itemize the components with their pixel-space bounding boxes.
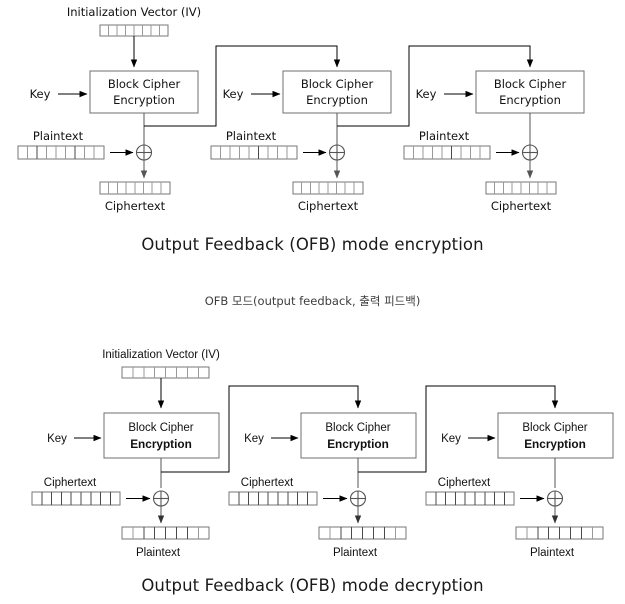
cipher-block-dec-3 <box>497 412 614 459</box>
iv-bit-register-dec <box>121 366 210 379</box>
feedback-wire-1-to-2 <box>144 45 341 127</box>
feedback-wire-2-to-3 <box>337 45 534 127</box>
plaintext-register-dec-3 <box>515 526 604 540</box>
plaintext-register-1 <box>17 145 105 160</box>
ciphertext-label-dec-3: Ciphertext <box>438 477 491 489</box>
feedback-wire-dec-2-to-3 <box>358 385 559 473</box>
xor-gate-3 <box>521 144 539 161</box>
ciphertext-label-dec-1: Ciphertext <box>44 477 97 489</box>
xor-gate-2 <box>328 144 346 161</box>
cipher-block-dec-3-line1: Block Cipher <box>522 422 587 434</box>
cipher-block-dec-2 <box>300 412 417 459</box>
ciphertext-register-3 <box>485 181 557 195</box>
plaintext-label-dec-3: Plaintext <box>530 547 575 559</box>
cipher-block-dec-1-line1: Block Cipher <box>128 422 193 434</box>
cipher-block-3-line1: Block Cipher <box>494 77 567 91</box>
ciphertext-label-2: Ciphertext <box>298 199 359 213</box>
plaintext-label-dec-1: Plaintext <box>136 547 181 559</box>
ciphertext-register-1 <box>99 181 171 195</box>
stage-2-dec: Key Block Cipher Encryption Ciphertext <box>228 385 559 559</box>
stage-3-dec: Key Block Cipher Encryption Ciphertext <box>425 412 614 559</box>
ciphertext-label-3: Ciphertext <box>491 199 552 213</box>
ofb-encryption-diagram: Initialization Vector (IV) Key Block Cip… <box>17 5 585 213</box>
cipher-block-2-line1: Block Cipher <box>301 77 374 91</box>
key-label-1: Key <box>30 87 51 101</box>
cipher-block-dec-2-line2: Encryption <box>327 437 389 451</box>
cipher-block-dec-1 <box>103 412 220 459</box>
stage-2: Key Block Cipher Encryption Plaintext <box>210 45 534 213</box>
plaintext-register-2 <box>210 145 298 160</box>
ofb-decryption-diagram: Initialization Vector (IV) Key Block Cip… <box>31 349 614 559</box>
ciphertext-register-2 <box>292 181 364 195</box>
plaintext-label-dec-2: Plaintext <box>333 547 378 559</box>
cipher-block-dec-1-line2: Encryption <box>130 437 192 451</box>
key-label-dec-3: Key <box>441 433 461 445</box>
cipher-block-2-line2: Encryption <box>306 93 368 107</box>
iv-label: Initialization Vector (IV) <box>67 5 201 19</box>
ciphertext-register-dec-1 <box>31 491 121 506</box>
korean-mode-note: OFB 모드(output feedback, 출력 피드백) <box>204 294 421 308</box>
feedback-wire-dec-1-to-2 <box>161 385 362 473</box>
stage-3: Key Block Cipher Encryption Plaintext <box>403 70 585 213</box>
plaintext-label-1: Plaintext <box>33 129 84 143</box>
cipher-block-1-line2: Encryption <box>113 93 175 107</box>
plaintext-label-3: Plaintext <box>419 129 470 143</box>
encryption-caption: Output Feedback (OFB) mode encryption <box>141 235 484 254</box>
xor-gate-dec-2 <box>349 490 367 507</box>
cipher-block-3-line2: Encryption <box>499 93 561 107</box>
iv-bit-register <box>99 24 169 37</box>
ciphertext-register-dec-3 <box>425 491 515 506</box>
ciphertext-register-dec-2 <box>228 491 318 506</box>
plaintext-register-3 <box>403 145 491 160</box>
key-label-2: Key <box>223 87 244 101</box>
key-label-dec-1: Key <box>47 433 67 445</box>
xor-gate-1 <box>135 144 153 161</box>
ciphertext-label-1: Ciphertext <box>105 199 166 213</box>
plaintext-register-dec-2 <box>318 526 407 540</box>
cipher-block-dec-2-line1: Block Cipher <box>325 422 390 434</box>
key-label-dec-2: Key <box>244 433 264 445</box>
ciphertext-label-dec-2: Ciphertext <box>241 477 294 489</box>
iv-label-dec: Initialization Vector (IV) <box>102 349 220 361</box>
xor-gate-dec-1 <box>152 490 170 507</box>
decryption-caption: Output Feedback (OFB) mode decryption <box>141 576 484 595</box>
plaintext-label-2: Plaintext <box>226 129 277 143</box>
key-label-3: Key <box>416 87 437 101</box>
cipher-block-dec-3-line2: Encryption <box>524 437 586 451</box>
xor-gate-dec-3 <box>546 490 564 507</box>
stage-1: Key Block Cipher Encryption Plaintext <box>17 45 341 213</box>
plaintext-register-dec-1 <box>121 526 210 540</box>
cipher-block-1-line1: Block Cipher <box>108 77 181 91</box>
stage-1-dec: Key Block Cipher Encryption Ciphertext <box>31 385 362 559</box>
